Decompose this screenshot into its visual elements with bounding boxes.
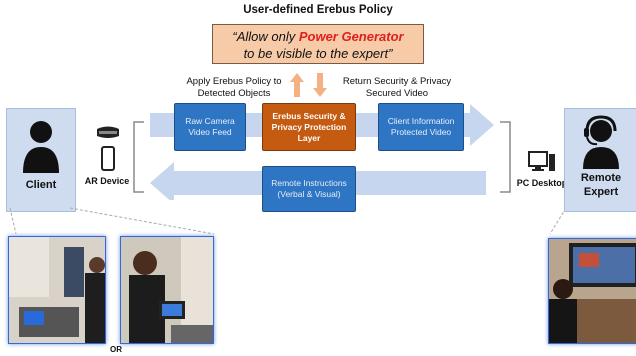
- pc-desktop-icon: [528, 151, 555, 171]
- up-arrow: [290, 73, 304, 97]
- connector-lines: [9, 207, 567, 235]
- diagram-title: User-defined Erebus Policy: [243, 4, 393, 16]
- down-arrow: [313, 73, 327, 97]
- policy-highlight: Power Generator: [298, 29, 404, 44]
- policy-box: “Allow only Power Generator to be visibl…: [212, 24, 424, 64]
- left-bracket: [133, 121, 144, 193]
- client-ar-headset-photo: [8, 236, 106, 344]
- remote-instructions-box: Remote Instructions (Verbal & Visual): [262, 166, 356, 212]
- policy-line-1: “Allow only Power Generator: [213, 28, 423, 45]
- protected-video-box: Client Information Protected Video: [378, 103, 464, 151]
- ar-device-label: AR Device: [84, 176, 130, 186]
- client-panel: Client: [6, 108, 76, 212]
- client-label: Client: [25, 179, 57, 191]
- client-tablet-photo: [120, 236, 214, 344]
- or-label: OR: [110, 345, 122, 354]
- person-icon: [23, 121, 59, 173]
- smartphone-icon: [101, 146, 115, 171]
- ar-headset-icon: [97, 126, 119, 138]
- return-video-label: Return Security & Privacy Secured Video: [342, 76, 452, 99]
- expert-desktop-photo: [548, 238, 636, 344]
- policy-arrows: [290, 73, 327, 97]
- pc-desktop-label: PC Desktop: [516, 178, 568, 188]
- photo-scene-2: [121, 237, 213, 343]
- expert-panel: Remote Expert: [564, 108, 636, 212]
- photo-scene-3: [549, 239, 636, 343]
- erebus-layer-box: Erebus Security & Privacy Protection Lay…: [262, 103, 356, 151]
- expert-label: Remote Expert: [580, 172, 622, 198]
- right-bracket: [500, 121, 511, 193]
- policy-prefix: “Allow only: [232, 29, 299, 44]
- raw-feed-box: Raw Camera Video Feed: [174, 103, 246, 151]
- policy-line-2: to be visible to the expert”: [243, 46, 393, 61]
- apply-policy-label: Apply Erebus Policy to Detected Objects: [186, 76, 282, 99]
- photo-scene-1: [9, 237, 105, 343]
- headset-person-icon: [583, 115, 619, 169]
